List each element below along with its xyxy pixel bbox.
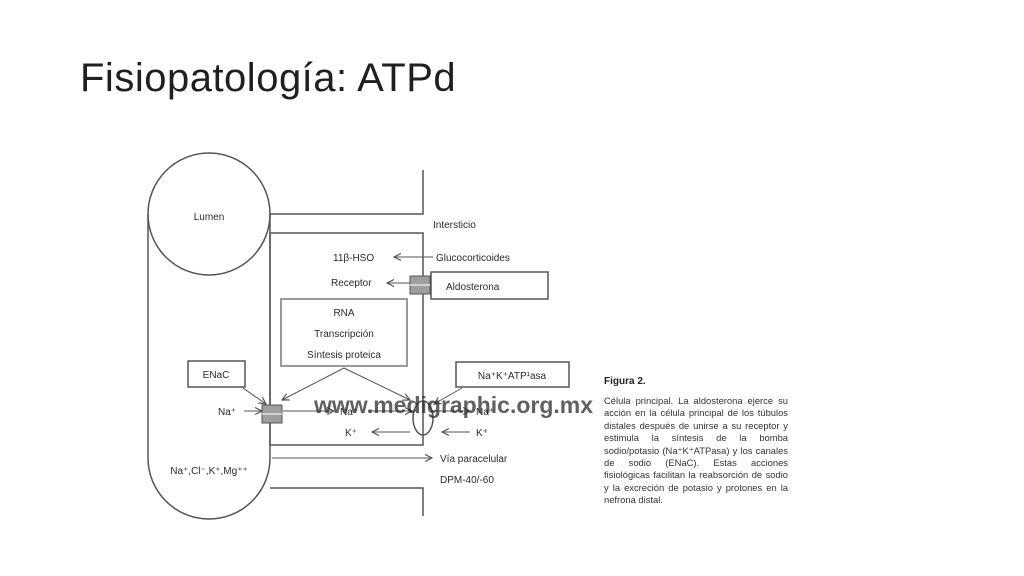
pump-label-arrow (434, 387, 463, 404)
glucocorticoides-label: Glucocorticoides (436, 253, 510, 264)
aldosterona-label: Aldosterona (446, 282, 500, 293)
hso-label: 11β-HSO (333, 253, 374, 264)
lower-cell-wall (270, 487, 424, 516)
lumen-tube (147, 214, 271, 520)
na-k-pump (412, 400, 434, 436)
lumen-ions-label: Na⁺,Cl⁻,K⁺,Mg⁺⁺ (170, 466, 248, 477)
rna-label: RNA (333, 308, 354, 319)
pump-label: Na⁺K⁺ATP¹asa (478, 371, 547, 382)
nucleus-box (280, 298, 408, 367)
figure-caption: Figura 2. Célula principal. La aldostero… (604, 376, 788, 507)
sintesis-label: Síntesis proteica (307, 350, 381, 361)
intersticio-label: Intersticio (433, 220, 476, 231)
aldosterona-box (430, 271, 549, 300)
synthesis-arrow-pump (343, 367, 410, 400)
pump-label-box (455, 361, 570, 388)
slide-title: Fisiopatología: ATPd (80, 56, 457, 100)
na-out-label: Na⁺ (476, 407, 494, 418)
upper-cell-wall (270, 170, 424, 215)
enac-label: ENaC (203, 370, 230, 381)
receptor-label: Receptor (331, 278, 372, 289)
watermark: www.medigraphic.org.mx (313, 392, 593, 418)
transcripcion-label: Transcripción (314, 329, 374, 340)
synthesis-arrow-enac (282, 367, 345, 400)
enac-arrow (242, 387, 266, 404)
via-paracelular-label: Vía paracelular (440, 454, 508, 465)
figure-caption-text: Célula principal. La aldosterona ejerce … (604, 395, 788, 506)
na-lumen-label: Na⁺ (218, 407, 236, 418)
k-out-label: K⁺ (476, 428, 488, 439)
na-cell-label: Na⁺ (340, 407, 358, 418)
enac-box (187, 360, 246, 388)
figure-label: Figura 2. (604, 376, 646, 387)
lumen-label: Lumen (194, 212, 225, 223)
dpm-label: DPM-40/-60 (440, 475, 494, 486)
principal-cell (269, 232, 424, 446)
k-cell-label: K⁺ (345, 428, 357, 439)
